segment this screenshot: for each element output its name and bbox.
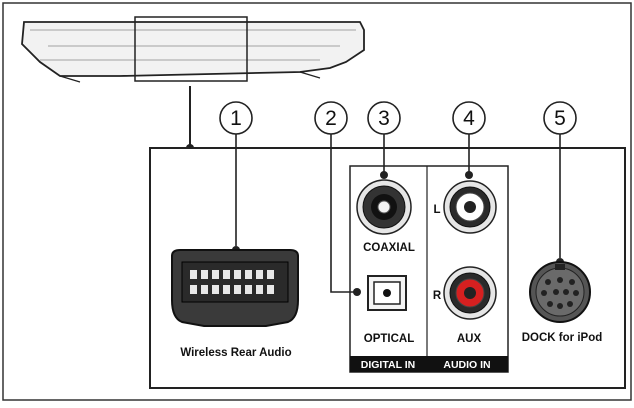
- callout-1: 1: [219, 101, 253, 135]
- aux-left-channel-label: L: [433, 204, 440, 216]
- wireless-rear-audio-port: [171, 249, 299, 327]
- optical-jack: [367, 275, 407, 311]
- callout-5: 5: [543, 101, 577, 135]
- aux-label: AUX: [457, 333, 482, 345]
- audio-in-label: AUDIO IN: [443, 359, 490, 371]
- callout-number: 2: [325, 107, 337, 130]
- wireless-rear-audio-label: Wireless Rear Audio: [180, 347, 291, 359]
- leader-lines: [235, 134, 561, 293]
- dock-for-ipod-port: [529, 261, 591, 323]
- coaxial-jack: [356, 179, 412, 235]
- label-band: [350, 356, 508, 372]
- aux-right-channel-label: R: [433, 290, 442, 302]
- optical-label: OPTICAL: [364, 333, 414, 345]
- main-unit-outline: [21, 16, 365, 83]
- callout-number: 5: [554, 107, 566, 130]
- dock-for-ipod-label: DOCK for iPod: [522, 332, 603, 344]
- digital-in-label: DIGITAL IN: [361, 359, 415, 371]
- aux-right-jack: [443, 266, 497, 320]
- callout-number: 4: [463, 107, 475, 130]
- callout-2: 2: [314, 101, 348, 135]
- aux-left-jack: [443, 180, 497, 234]
- coaxial-label: COAXIAL: [363, 242, 415, 254]
- callout-number: 1: [230, 107, 242, 130]
- callout-number: 3: [378, 107, 390, 130]
- callout-3: 3: [367, 101, 401, 135]
- callout-4: 4: [452, 101, 486, 135]
